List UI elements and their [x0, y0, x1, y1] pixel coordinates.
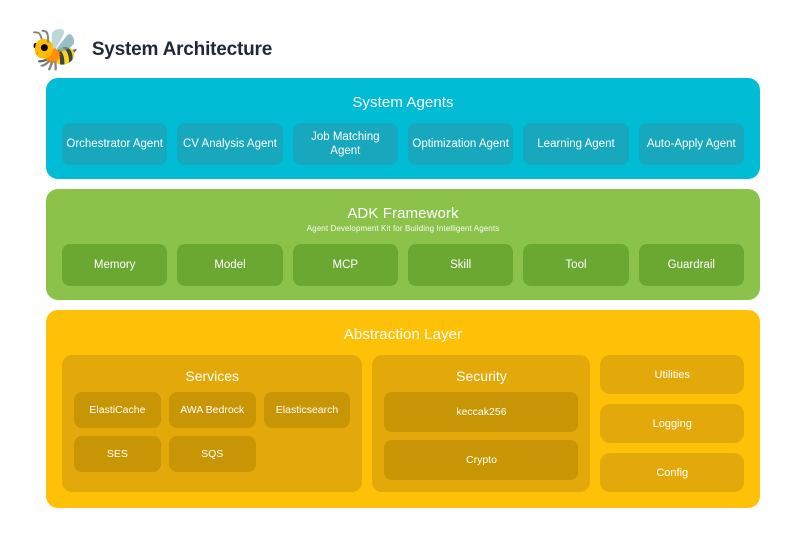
- utility-card-logging[interactable]: Logging: [600, 404, 744, 443]
- group-services: Services ElastiCache AWA Bedrock Elastic…: [62, 355, 363, 492]
- agent-chip-learning[interactable]: Learning Agent: [523, 123, 629, 165]
- agent-chip-optimization[interactable]: Optimization Agent: [407, 123, 514, 165]
- group-security: Security keccak256 Crypto: [372, 355, 591, 492]
- service-chip-ses[interactable]: SES: [74, 436, 161, 472]
- agent-chip-orchestrator[interactable]: Orchestrator Agent: [62, 123, 168, 165]
- bee-icon: 🐝: [30, 28, 80, 72]
- agent-chip-job-matching[interactable]: Job Matching Agent: [292, 123, 398, 165]
- utility-column: Utilities Logging Config: [600, 355, 744, 492]
- adk-chip-guardrail[interactable]: Guardrail: [638, 244, 744, 286]
- service-chip-elasticsearch[interactable]: Elasticsearch: [263, 392, 351, 428]
- security-item-grid: keccak256 Crypto: [384, 392, 579, 480]
- page-title: System Architecture: [91, 39, 273, 60]
- group-title-security: Security: [456, 368, 507, 384]
- adk-chip-model[interactable]: Model: [177, 244, 283, 286]
- service-chip-elasticache[interactable]: ElastiCache: [74, 392, 161, 428]
- layer-adk-framework: ADK Framework Agent Development Kit for …: [46, 189, 760, 300]
- security-chip-crypto[interactable]: Crypto: [384, 440, 579, 480]
- layer-system-agents: System Agents Orchestrator Agent CV Anal…: [46, 78, 760, 179]
- layer-title-adk-framework: ADK Framework: [347, 205, 459, 222]
- adk-chip-tool[interactable]: Tool: [523, 244, 629, 286]
- agent-chip-row: Orchestrator Agent CV Analysis Agent Job…: [62, 123, 744, 165]
- layer-title-abstraction: Abstraction Layer: [343, 326, 463, 343]
- adk-chip-memory[interactable]: Memory: [62, 244, 168, 286]
- page-header: 🐝 System Architecture: [0, 0, 806, 78]
- utility-card-config[interactable]: Config: [600, 453, 744, 492]
- service-chip-awa-bedrock[interactable]: AWA Bedrock: [168, 392, 256, 428]
- utility-card-utilities[interactable]: Utilities: [600, 355, 744, 394]
- layer-stack: System Agents Orchestrator Agent CV Anal…: [0, 78, 806, 508]
- agent-chip-cv-analysis[interactable]: CV Analysis Agent: [177, 123, 283, 165]
- security-chip-keccak256[interactable]: keccak256: [384, 392, 579, 432]
- abstraction-groups: Services ElastiCache AWA Bedrock Elastic…: [62, 355, 744, 492]
- group-title-services: Services: [185, 368, 240, 384]
- services-item-grid: ElastiCache AWA Bedrock Elasticsearch SE…: [74, 392, 351, 472]
- service-chip-sqs[interactable]: SQS: [168, 436, 256, 472]
- layer-subtitle-adk-framework: Agent Development Kit for Building Intel…: [306, 224, 500, 233]
- layer-title-system-agents: System Agents: [352, 94, 454, 111]
- layer-abstraction: Abstraction Layer Services ElastiCache A…: [46, 310, 760, 508]
- adk-chip-row: Memory Model MCP Skill Tool Guardrail: [62, 244, 744, 286]
- adk-chip-mcp[interactable]: MCP: [292, 244, 398, 286]
- adk-chip-skill[interactable]: Skill: [407, 244, 514, 286]
- agent-chip-auto-apply[interactable]: Auto-Apply Agent: [638, 123, 744, 165]
